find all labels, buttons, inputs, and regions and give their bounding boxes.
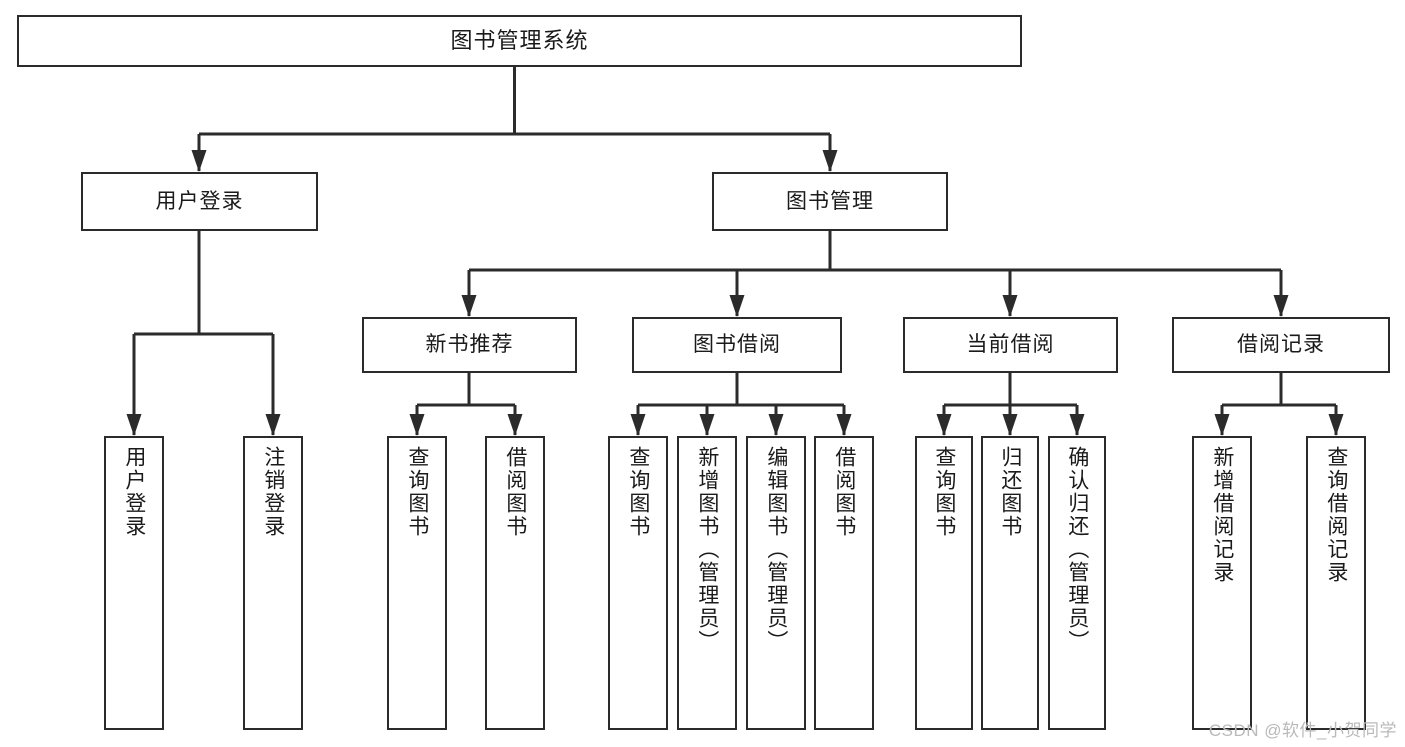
node-leaf-add-book-admin[interactable]: 新增图书（管理员） [677,436,737,730]
node-leaf-add-book-admin-label: 新增图书（管理员） [695,446,719,653]
node-leaf-query-borrow-record-label: 查询借阅记录 [1324,446,1348,584]
node-book-manage[interactable]: 图书管理 [712,172,948,231]
node-leaf-edit-book-admin[interactable]: 编辑图书（管理员） [746,436,806,730]
node-leaf-query-book-bor-label: 查询图书 [626,446,650,538]
node-leaf-user-login-label: 用户登录 [122,446,146,538]
node-leaf-borrow-book-bor-label: 借阅图书 [832,446,856,538]
watermark-text: CSDN @软件_小贺同学 [1208,721,1397,740]
node-leaf-user-logout-label: 注销登录 [261,446,285,538]
node-leaf-user-login[interactable]: 用户登录 [104,436,164,730]
node-leaf-borrow-book-bor[interactable]: 借阅图书 [814,436,874,730]
node-root-label: 图书管理系统 [450,27,589,53]
node-leaf-return-book[interactable]: 归还图书 [981,436,1039,730]
node-leaf-user-logout[interactable]: 注销登录 [243,436,303,730]
node-leaf-add-borrow-record[interactable]: 新增借阅记录 [1192,436,1252,730]
node-leaf-borrow-book-rec-label: 借阅图书 [503,446,527,538]
node-book-borrow-label: 图书借阅 [693,333,781,357]
node-leaf-add-borrow-record-label: 新增借阅记录 [1210,446,1234,584]
node-leaf-confirm-return-admin[interactable]: 确认归还（管理员） [1048,436,1106,730]
node-borrow-record[interactable]: 借阅记录 [1172,317,1390,373]
node-user-login[interactable]: 用户登录 [81,172,318,231]
node-leaf-query-borrow-record[interactable]: 查询借阅记录 [1306,436,1366,730]
node-new-book-recommend[interactable]: 新书推荐 [362,317,577,373]
node-borrow-record-label: 借阅记录 [1237,333,1325,357]
node-book-borrow[interactable]: 图书借阅 [632,317,842,373]
node-current-borrow-label: 当前借阅 [966,333,1055,357]
node-leaf-query-book-bor[interactable]: 查询图书 [608,436,668,730]
node-book-manage-label: 图书管理 [786,189,874,213]
node-leaf-return-book-label: 归还图书 [998,446,1022,538]
node-new-book-recommend-label: 新书推荐 [425,333,514,357]
node-leaf-query-book-rec[interactable]: 查询图书 [387,436,447,730]
node-leaf-confirm-return-admin-label: 确认归还（管理员） [1065,446,1089,653]
node-leaf-query-book-cur-label: 查询图书 [932,446,956,538]
node-leaf-borrow-book-rec[interactable]: 借阅图书 [485,436,545,730]
node-root[interactable]: 图书管理系统 [17,15,1022,67]
node-current-borrow[interactable]: 当前借阅 [903,317,1118,373]
node-user-login-label: 用户登录 [155,189,244,213]
node-leaf-edit-book-admin-label: 编辑图书（管理员） [764,446,788,653]
node-leaf-query-book-rec-label: 查询图书 [405,446,429,538]
node-leaf-query-book-cur[interactable]: 查询图书 [915,436,973,730]
